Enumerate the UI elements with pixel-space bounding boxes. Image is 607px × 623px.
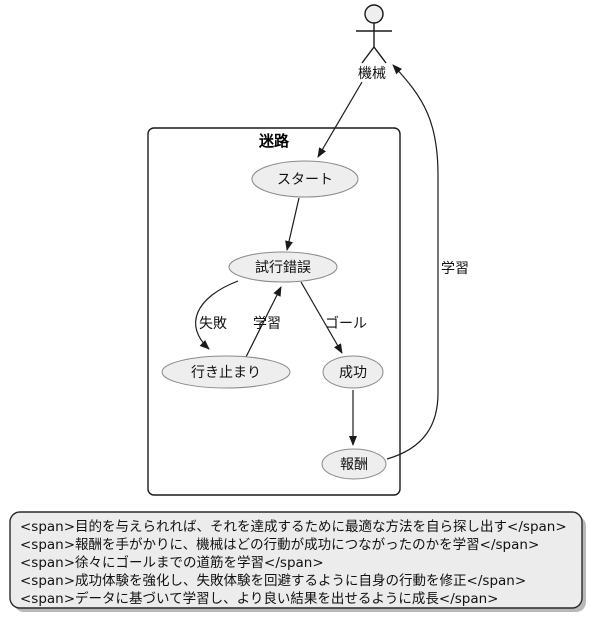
edge-start-to-trial (285, 197, 300, 251)
note-line-1: <span>目的を与えられれば、それを達成するために最適な方法を自ら探し出す</… (20, 518, 567, 535)
node-success: 成功 (322, 355, 384, 389)
edge-trial-to-success (300, 281, 343, 354)
note-line-4: <span>成功体験を強化し、失敗体験を回避するように自身の行動を修正</spa… (20, 573, 526, 589)
actor-machine: 機械 (356, 4, 392, 82)
edge-label-learn-right: 学習 (441, 261, 469, 277)
node-reward-label: 報酬 (340, 457, 368, 473)
edge-label-fail: 失敗 (199, 316, 227, 332)
edge-reward-to-actor (386, 64, 439, 460)
edge-trial-to-deadend (195, 280, 239, 350)
maze-boundary-group: 迷路 (147, 127, 401, 496)
edge-deadend-to-trial (245, 286, 282, 358)
node-deadend: 行き止まり (161, 355, 291, 389)
edge-label-goal: ゴール (325, 315, 367, 332)
node-success-ellipse (322, 355, 384, 389)
maze-boundary (147, 127, 401, 496)
note-line-3: <span>徐々にゴールまでの道筋を学習</span> (20, 554, 324, 571)
actor-right-leg (373, 46, 387, 64)
node-reward-ellipse (321, 448, 387, 480)
actor-left-leg (361, 46, 375, 64)
note-rect (9, 511, 583, 609)
node-deadend-ellipse (161, 355, 291, 389)
node-start-label: スタート (277, 172, 333, 188)
note-box: <span>目的を与えられれば、それを達成するために最適な方法を自ら探し出す</… (9, 511, 586, 612)
node-trial-ellipse (228, 251, 338, 283)
actor-head-icon (364, 4, 384, 24)
node-success-label: 成功 (339, 365, 367, 381)
edge-actor-to-start (317, 81, 363, 158)
node-reward: 報酬 (321, 448, 387, 480)
maze-title: 迷路 (258, 132, 290, 150)
node-deadend-label: 行き止まり (191, 365, 261, 381)
actor-label: 機械 (358, 66, 386, 82)
node-start-ellipse (251, 160, 359, 198)
edge-label-learn-left: 学習 (253, 316, 281, 332)
node-start: スタート (251, 160, 359, 198)
node-trial-label: 試行錯誤 (255, 260, 311, 276)
note-line-2: <span>報酬を手がかりに、機械はどの行動が成功につながったのかを学習</sp… (20, 537, 539, 553)
node-trial: 試行錯誤 (228, 251, 338, 283)
note-line-5: <span>データに基づいて学習し、より良い結果を出せるように成長</span> (20, 590, 498, 607)
